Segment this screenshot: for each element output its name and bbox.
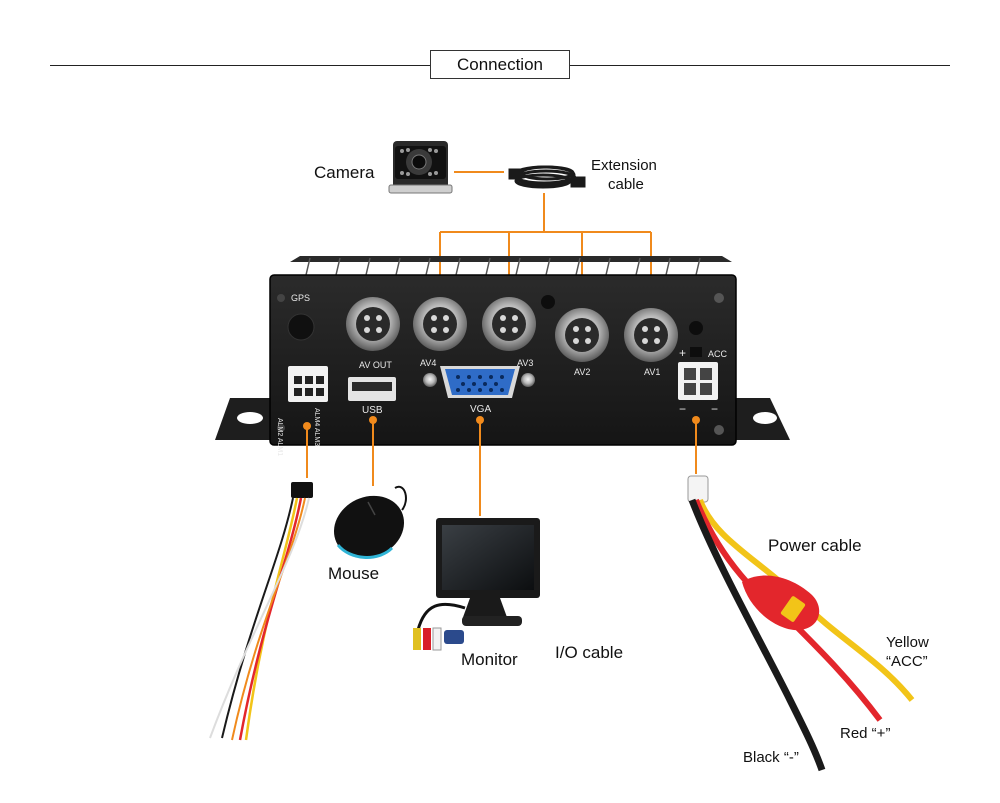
usb-port-label: USB bbox=[362, 405, 383, 416]
vga-port-label: VGA bbox=[470, 404, 492, 415]
black-wire-label: Black “-” bbox=[743, 749, 799, 766]
dvr-unit bbox=[215, 256, 790, 446]
mouse-device bbox=[333, 485, 407, 559]
av1-port-label: AV1 bbox=[644, 367, 661, 377]
yellow-wire-label-line1: Yellow bbox=[886, 634, 929, 651]
power-minus-right-label: − bbox=[711, 402, 719, 416]
diagram-title: Connection bbox=[430, 50, 570, 79]
monitor-label: Monitor bbox=[461, 650, 518, 669]
header-rule-left bbox=[50, 65, 430, 66]
extension-cable-label-line2: cable bbox=[608, 176, 644, 193]
gps-port-label: GPS bbox=[291, 293, 311, 303]
power-plus-label: + bbox=[679, 346, 687, 360]
av2-port-label: AV2 bbox=[574, 367, 591, 377]
alarm-wire-harness bbox=[209, 482, 313, 741]
camera-label: Camera bbox=[314, 163, 375, 182]
power-cable-label: Power cable bbox=[768, 536, 862, 555]
red-wire-label: Red “+” bbox=[840, 725, 891, 742]
alarm-left-port-label: ALM2 ALM1 bbox=[276, 418, 283, 457]
header-rule-right bbox=[570, 65, 950, 66]
peripheral-connection-lines bbox=[306, 420, 697, 516]
acc-port-label: ACC bbox=[708, 349, 728, 359]
power-cable-harness bbox=[687, 475, 915, 772]
av3-port-label: AV3 bbox=[517, 358, 534, 368]
av4-port-label: AV4 bbox=[420, 358, 437, 368]
av-out-port-label: AV OUT bbox=[359, 360, 392, 370]
extension-cable-label-line1: Extension bbox=[591, 157, 657, 174]
mouse-label: Mouse bbox=[328, 564, 380, 583]
monitor-device bbox=[413, 518, 540, 651]
power-minus-left-label: − bbox=[679, 402, 687, 416]
camera-device bbox=[388, 141, 453, 194]
extension-cable-device bbox=[508, 165, 586, 189]
yellow-wire-label-line2: “ACC” bbox=[886, 653, 928, 670]
io-cable-label: I/O cable bbox=[555, 643, 624, 662]
alarm-right-port-label: ALM4 ALM3 bbox=[313, 408, 320, 447]
